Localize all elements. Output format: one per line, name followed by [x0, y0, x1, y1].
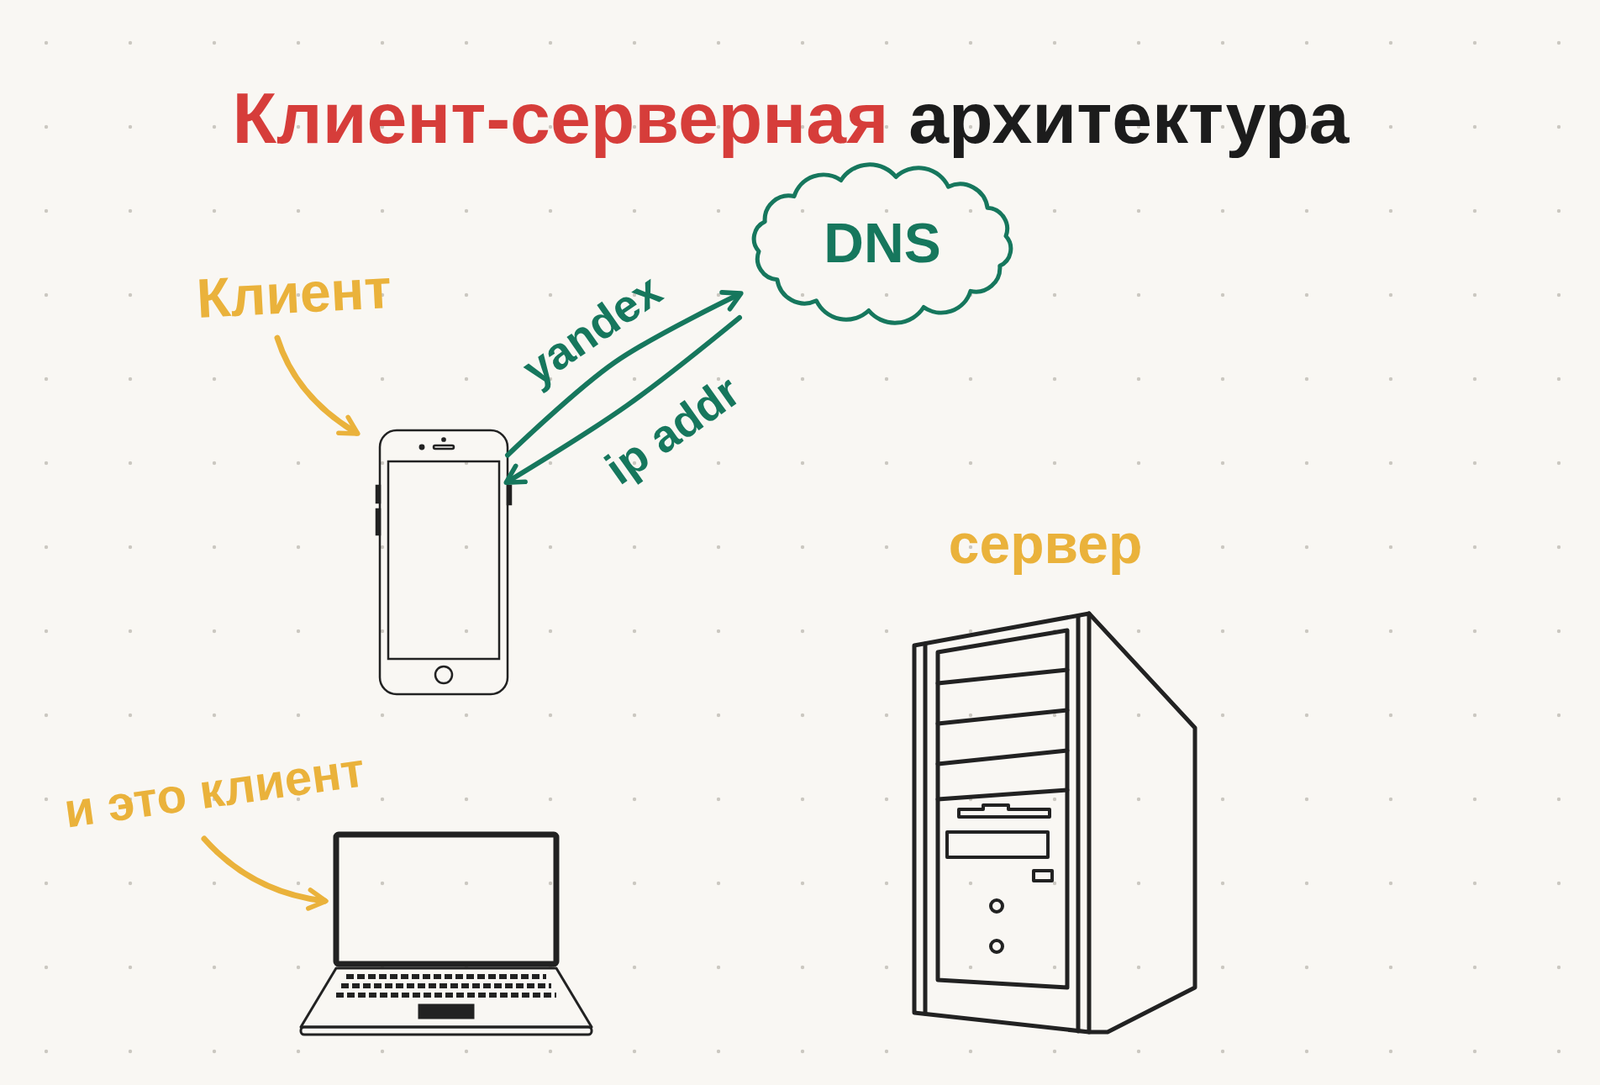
leader-arrow [204, 838, 325, 901]
laptop-icon [300, 834, 592, 1035]
phone-speaker [433, 445, 454, 449]
diagram-title: Клиент-серверная архитектура [229, 76, 1353, 160]
server-bay [937, 669, 1068, 684]
leader-arrow [277, 337, 357, 433]
phone-body [379, 430, 508, 695]
phone-icon [376, 430, 511, 695]
server-drive [947, 831, 1048, 858]
edge-label: yandex [510, 261, 674, 398]
server-bay [937, 789, 1068, 800]
laptop-keys [336, 992, 557, 998]
server-led [990, 900, 1003, 912]
server-panel [937, 630, 1068, 988]
phone-side-button [507, 485, 511, 505]
text-slot: и это клиент [57, 740, 372, 839]
laptop-keys [346, 973, 547, 979]
phone-client: Клиент [379, 428, 508, 695]
server-side [1089, 613, 1195, 1032]
server-label: сервер [945, 512, 1146, 577]
server-icon [914, 613, 1195, 1032]
cloud-outline [753, 164, 1011, 323]
text-slot: сервер [945, 512, 1146, 577]
server-eject [958, 805, 1050, 817]
laptop-client: и это клиент [300, 831, 592, 1036]
server-tower: сервер [905, 611, 1196, 1033]
title-slot: Клиент-серверная архитектура [229, 76, 1353, 160]
text-slot: Клиент [191, 257, 396, 332]
server-edge [923, 643, 928, 1014]
server-button [1033, 870, 1053, 881]
laptop-base [300, 968, 592, 1027]
server-edge [1076, 615, 1081, 1032]
phone-sensor [442, 437, 445, 441]
server-bay [937, 750, 1068, 764]
laptop-screen [336, 834, 557, 964]
server-led [990, 940, 1003, 953]
edge-label: ip addr [592, 362, 752, 496]
client-label: Клиент [191, 257, 396, 332]
dns-label: DNS [820, 211, 944, 276]
client-label: и это клиент [57, 740, 372, 839]
text-slot: DNS [820, 211, 944, 276]
laptop-keys [341, 983, 552, 989]
phone-side-button [376, 485, 380, 503]
phone-screen [388, 461, 500, 659]
server-front [914, 613, 1090, 1032]
dns-cloud: DNS [739, 159, 1026, 328]
laptop-trackpad [418, 1004, 474, 1019]
edge-label-slot: yandex [510, 261, 674, 398]
server-bay [937, 710, 1068, 724]
phone-side-button [376, 509, 380, 535]
laptop-edge [300, 1026, 592, 1035]
edge-label-slot: ip addr [592, 362, 752, 496]
phone-home-button [435, 666, 453, 684]
phone-camera [420, 445, 424, 449]
